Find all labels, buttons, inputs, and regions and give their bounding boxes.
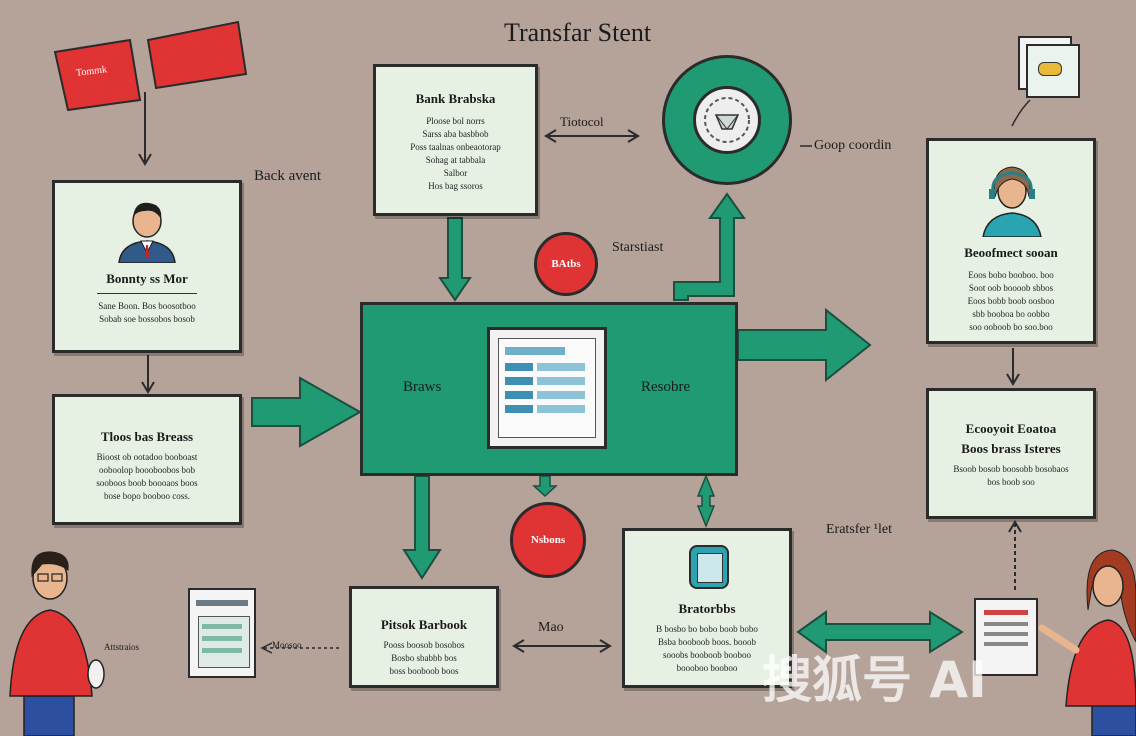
status-circle-bottom: Nsbons xyxy=(510,502,586,578)
bottom-center-card: Pitsok Barbook Pooss boosob bosobos Bosb… xyxy=(349,586,499,688)
document-icon xyxy=(188,588,256,678)
card-line: Poss taalnas onbeaotorap xyxy=(410,142,501,152)
page-title: Transfar Stent xyxy=(504,18,652,47)
bank-card: Bank Brabska Ploose bol norrs Sarss aba … xyxy=(373,64,538,216)
card-line: Bsba booboob boos. booob xyxy=(657,637,756,647)
up-arrow-gear xyxy=(673,192,746,301)
woman-figure xyxy=(1036,546,1136,736)
center-process-box: Braws Resobre xyxy=(360,302,738,476)
left-person-card: Bonnty ss Mor Sane Boon. Bos boosotboo S… xyxy=(52,180,242,353)
card-line: Bsoob bosob boosobb bosobaos xyxy=(953,464,1069,474)
mode-label: Mao xyxy=(538,620,564,635)
left-text-card-title: Tloos bas Breass xyxy=(100,429,194,444)
back-event-label: Back avent xyxy=(254,168,322,184)
report-icon xyxy=(974,598,1038,676)
right-person-card: Beoofmect sooan Eoos bobo booboo. boo So… xyxy=(926,138,1096,344)
entry-transfer-label: Eratsfer ¹let xyxy=(826,522,892,537)
left-caption-label: Attstraios xyxy=(104,642,139,652)
card-line: Sane Boon. Bos boosotboo xyxy=(98,301,196,311)
right-arrow-main xyxy=(737,307,872,383)
watermark: 搜狐号 AI xyxy=(762,651,987,709)
bottom-center-card-title: Pitsok Barbook xyxy=(380,617,468,632)
card-line: sooobs booboob booboo xyxy=(662,650,751,660)
bottom-right-card-title: Bratorbbs xyxy=(678,601,736,616)
card-line: Ploose bol norrs xyxy=(426,116,485,126)
right-text-card-subtitle: Boos brass Isteres xyxy=(961,441,1061,456)
left-arrow-main xyxy=(251,376,363,448)
bank-card-title: Bank Brabska xyxy=(415,91,496,106)
right-text-card: Ecooyoit Eoatoa Boos brass Isteres Bsoob… xyxy=(926,388,1096,519)
left-text-card: Tloos bas Breass Bioost ob ootadoo boobo… xyxy=(52,394,242,525)
bottom-right-card: Bratorbbs B bosbo bo bobo boob bobo Bsba… xyxy=(622,528,792,688)
tablet-icon xyxy=(689,545,729,589)
card-line: Sarss aba basbbob xyxy=(422,129,489,139)
card-line: ooboolop boooboobos bob xyxy=(98,465,195,475)
avatar xyxy=(977,161,1047,237)
bidirectional-arrow-bottom xyxy=(796,610,964,654)
bidirectional-arrow-vertical xyxy=(696,473,716,529)
card-line: boss booboob boos xyxy=(389,666,459,676)
left-arrow-caption-label: Moosoo xyxy=(272,640,302,650)
center-box-left-label: Braws xyxy=(403,379,442,395)
protocol-label: Tiotocol xyxy=(560,114,604,129)
status-circle-top: BAtbs xyxy=(534,232,598,296)
card-line: boooboo booboo xyxy=(676,663,738,673)
card-line: sooboos boob boooaos boos xyxy=(96,478,198,488)
gear-icon xyxy=(693,86,761,154)
card-line: Pooss boosob bosobos xyxy=(383,640,465,650)
card-line: Soot oob boooob sbbos xyxy=(968,283,1054,293)
right-text-card-title: Ecooyoit Eoatoa xyxy=(965,421,1057,436)
group-coordination-label: Goop coordin xyxy=(814,138,892,153)
gear-circle xyxy=(662,55,792,185)
card-line: Bioost ob ootadoo booboast xyxy=(96,452,198,462)
card-line: Sobab soe bossobos bosob xyxy=(99,314,195,324)
avatar xyxy=(111,195,183,263)
down-arrow-bottom xyxy=(402,475,442,580)
status-check-label: Starstiast xyxy=(612,240,664,255)
card-line: bos boob soo xyxy=(987,477,1035,487)
down-arrow-top xyxy=(438,217,472,302)
center-box-right-label: Resobre xyxy=(641,379,691,395)
man-figure xyxy=(6,546,106,736)
card-line: Eoos bobb boob oosboo xyxy=(967,296,1055,306)
card-line: Bosbo sbabbb bos xyxy=(391,653,457,663)
card-line: Eoos bobo booboo. boo xyxy=(968,270,1054,280)
card-line: Hos bag ssoros xyxy=(428,181,483,191)
card-line: Sohag at tabbala xyxy=(425,155,486,165)
stacked-cards-icon xyxy=(1018,36,1080,98)
right-person-card-title: Beoofmect sooan xyxy=(964,245,1058,260)
card-line: B bosbo bo bobo boob bobo xyxy=(656,624,758,634)
card-line: Salbor xyxy=(443,168,468,178)
card-line: soo ooboob bo soo.boo xyxy=(969,322,1053,332)
left-person-card-title: Bonnty ss Mor xyxy=(106,271,188,286)
card-line: bose bopo booboo coss. xyxy=(104,491,190,501)
dashboard-screen-icon xyxy=(487,327,607,449)
card-line: sbb booboa bo oobbo xyxy=(972,309,1050,319)
